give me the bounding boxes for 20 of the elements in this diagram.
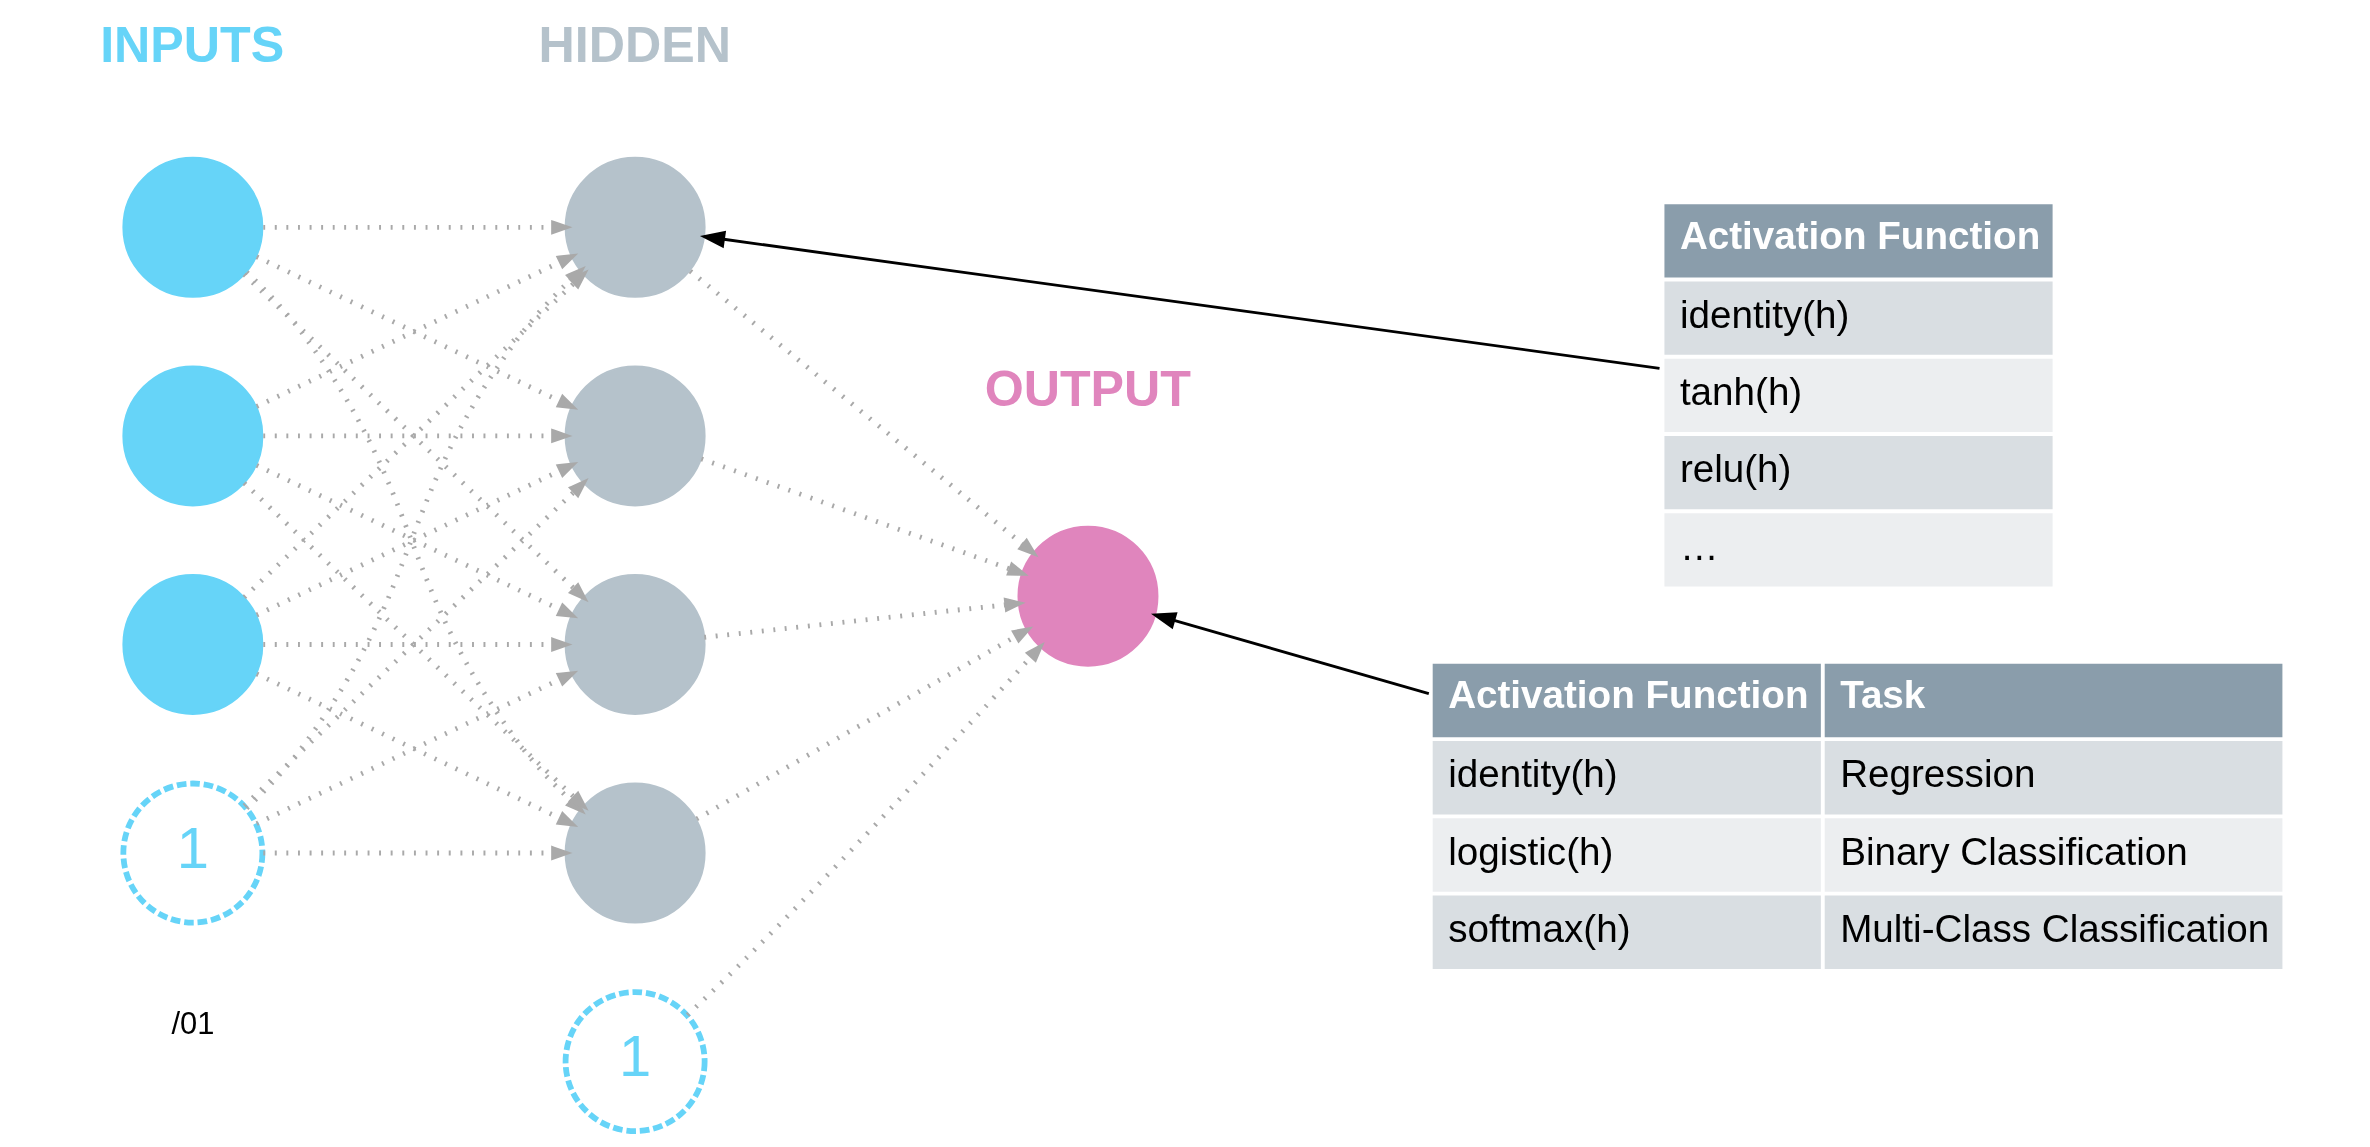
label: /01: [170, 1006, 214, 1042]
arrow: [703, 597, 1026, 640]
arrow: [688, 269, 1038, 558]
node-circle: [121, 156, 263, 298]
node-circle: [121, 574, 263, 715]
arrow: [700, 456, 1029, 576]
label: INPUTS: [99, 16, 284, 73]
arrow: [1150, 612, 1429, 696]
label: HIDDEN: [538, 16, 731, 73]
node-circle: [121, 365, 263, 507]
arrow: [262, 845, 572, 861]
node-circle: 1: [119, 780, 265, 926]
arrow: [685, 641, 1045, 1017]
arrow: [262, 219, 572, 235]
arrow: [694, 626, 1033, 822]
arrow: [699, 230, 1660, 370]
arrow: [262, 637, 572, 652]
node-circle: 1: [562, 989, 708, 1135]
label: OUTPUT: [984, 360, 1191, 417]
arrow: [262, 428, 572, 444]
